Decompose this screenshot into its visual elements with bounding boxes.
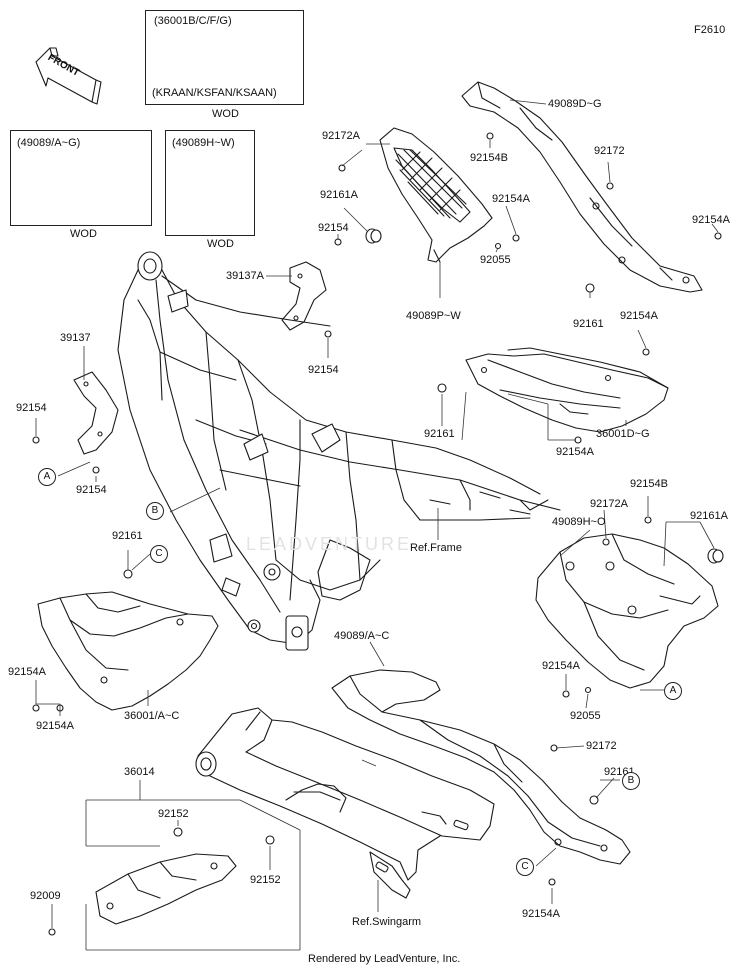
callout-a-left: A bbox=[38, 468, 56, 486]
part-label: 92055 bbox=[480, 254, 511, 266]
part-label: 92154B bbox=[630, 478, 668, 490]
variant-part: (49089H~W) bbox=[172, 137, 235, 149]
variant-part: (49089/A~G) bbox=[17, 137, 81, 149]
part-label: 49089/A~C bbox=[334, 630, 390, 642]
part-label: 92154 bbox=[76, 484, 107, 496]
callout-c-right: C bbox=[516, 858, 534, 876]
leader-lines bbox=[35, 99, 719, 951]
inner-cover-49089PW-drawing bbox=[379, 127, 493, 263]
part-label: 92154A bbox=[556, 446, 594, 458]
callout-b-right: B bbox=[622, 772, 640, 790]
part-label: 92154 bbox=[308, 364, 339, 376]
callout-b-left: B bbox=[146, 502, 164, 520]
variant-note: WOD bbox=[207, 238, 234, 250]
variant-part: (36001B/C/F/G) bbox=[154, 15, 232, 27]
side-cover-49089HO-drawing bbox=[535, 533, 719, 689]
part-label: 39137A bbox=[226, 270, 264, 282]
part-label: 92161 bbox=[573, 318, 604, 330]
swingarm-drawing bbox=[195, 707, 495, 899]
part-label: 36001/A~C bbox=[124, 710, 180, 722]
part-label: 36014 bbox=[124, 766, 155, 778]
variant-models: (KRAAN/KSFAN/KSAAN) bbox=[152, 87, 277, 99]
part-label: 92172 bbox=[594, 145, 625, 157]
bracket-39137-drawing bbox=[73, 371, 119, 455]
cover-49089DG-drawing bbox=[461, 81, 703, 293]
shroud-49089AC-drawing bbox=[331, 669, 631, 865]
part-label: 92154A bbox=[692, 214, 730, 226]
part-label: 92154 bbox=[16, 402, 47, 414]
part-label: 36001D~G bbox=[596, 428, 650, 440]
part-label: 92161 bbox=[424, 428, 455, 440]
callout-a-right: A bbox=[664, 682, 682, 700]
part-label: 92154B bbox=[470, 152, 508, 164]
diagram-code: F2610 bbox=[694, 24, 726, 36]
watermark: LEADVENTURE bbox=[246, 534, 413, 554]
part-label: 49089H~O bbox=[552, 516, 606, 528]
grommet-92161A-top-drawing bbox=[365, 228, 382, 244]
ref-swingarm-label: Ref.Swingarm bbox=[352, 916, 422, 928]
part-label: 92154A bbox=[492, 193, 530, 205]
side-cover-36001AC-drawing bbox=[37, 591, 219, 711]
part-label: 92154A bbox=[36, 720, 74, 732]
part-label: 92154A bbox=[542, 660, 580, 672]
part-label: 92152 bbox=[250, 874, 281, 886]
ref-frame-label: Ref.Frame bbox=[410, 542, 462, 554]
side-cover-36001DG-drawing bbox=[465, 347, 669, 433]
part-label: 92172A bbox=[590, 498, 628, 510]
part-label: 92172A bbox=[322, 130, 360, 142]
part-label: 92154 bbox=[318, 222, 349, 234]
grommet-92161A-right-drawing bbox=[707, 548, 724, 564]
chain-guard-36014-drawing bbox=[95, 853, 237, 925]
front-arrow-icon bbox=[35, 47, 102, 105]
bracket-39137A-drawing bbox=[281, 261, 327, 331]
part-label: 39137 bbox=[60, 332, 91, 344]
part-label: 92161 bbox=[112, 530, 143, 542]
part-label: 92161A bbox=[320, 189, 358, 201]
part-label: 49089P~W bbox=[406, 310, 461, 322]
part-label: 92172 bbox=[586, 740, 617, 752]
variant-note: WOD bbox=[212, 108, 239, 120]
part-label: 92154A bbox=[8, 666, 46, 678]
callout-c-left: C bbox=[150, 545, 168, 563]
part-label: 49089D~G bbox=[548, 98, 602, 110]
part-label: 92152 bbox=[158, 808, 189, 820]
part-label: 92055 bbox=[570, 710, 601, 722]
variant-box-side-cover: (49089H~W) bbox=[165, 130, 255, 236]
part-label: 92009 bbox=[30, 890, 61, 902]
part-label: 92161A bbox=[690, 510, 728, 522]
part-label: 92154A bbox=[620, 310, 658, 322]
variant-note: WOD bbox=[70, 228, 97, 240]
variant-box-shroud: (49089/A~G) bbox=[10, 130, 152, 226]
part-label: 92154A bbox=[522, 908, 560, 920]
fasteners-drawing bbox=[32, 132, 722, 936]
frame-drawing bbox=[117, 251, 561, 651]
variant-box-tank-cover: (36001B/C/F/G) (KRAAN/KSFAN/KSAAN) bbox=[145, 10, 304, 105]
footer-credit: Rendered by LeadVenture, Inc. bbox=[308, 953, 461, 965]
